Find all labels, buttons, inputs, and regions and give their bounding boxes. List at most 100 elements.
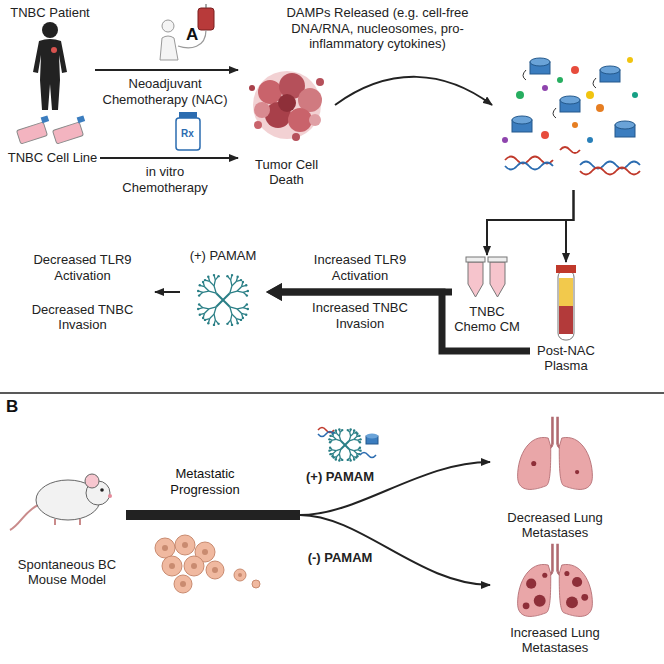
bound-damps: [318, 428, 378, 458]
edge-label: in vitro Chemotherapy: [115, 164, 215, 195]
node-label: Tumor Cell Death: [247, 157, 327, 188]
pamam-dendrimer: [339, 432, 341, 436]
pamam-dendrimer: [197, 308, 199, 310]
pamam-dendrimer: [338, 459, 340, 461]
damps-illustration: [505, 147, 640, 175]
node-label: TNBC Patient: [5, 5, 95, 21]
iv-infusion-icon: [162, 20, 174, 32]
pamam-dendrimer: [328, 438, 330, 440]
plasma-tube: [556, 265, 576, 273]
pamam-dendrimer: [232, 314, 236, 318]
pamam-dendrimer: [354, 439, 358, 441]
pamam-dendrimer: [209, 307, 216, 309]
damps-illustration: [523, 70, 596, 118]
pamam-dendrimer: [217, 323, 219, 325]
iv-infusion-icon: [160, 4, 214, 60]
pamam-dendrimer: [242, 281, 244, 283]
damps-illustration: [560, 147, 580, 153]
lungs-many-metastases: [523, 571, 588, 609]
pamam-dendrimer: [329, 447, 331, 449]
plasma-tube: [559, 278, 573, 306]
tumor-cells: [238, 573, 242, 577]
pamam-dendrimer: [347, 459, 349, 461]
arrow-caption: Metastatic Progression: [145, 466, 265, 497]
damps-illustration: [587, 137, 593, 143]
cm-node: TNBC Chemo CM: [452, 255, 522, 337]
pamam-dendrimer: [204, 319, 206, 321]
damps-illustration: [530, 58, 550, 66]
damps-illustration: [557, 77, 563, 83]
pamam-dendrimer: [223, 293, 230, 300]
pamam-dendrimer: [216, 293, 223, 300]
flow-arrow: [566, 190, 574, 262]
flow-arrow: [126, 515, 490, 585]
pamam-dendrimer: [236, 322, 238, 324]
pamam-dendrimer: [246, 294, 248, 296]
pamam-dendrimer: [204, 279, 206, 281]
pamam-dendrimer: [356, 433, 358, 435]
damps-node: DAMPs Released (e.g. cell-free DNA/RNA, …: [492, 48, 655, 190]
pamam-dendrimer: [341, 459, 343, 461]
pamam-dendrimer: [353, 458, 355, 460]
tumor-cells: [252, 580, 260, 588]
pamam-dendrimer: [231, 280, 232, 286]
mouse-model: [10, 474, 112, 530]
tumor-cells: [175, 535, 195, 555]
pamam-dendrimer: [207, 322, 209, 324]
tumor-cells: [174, 575, 192, 593]
plasma-tube: [559, 306, 573, 334]
panel-letter: A: [186, 26, 198, 45]
arrow-segment: [280, 292, 530, 351]
patient-figure: [42, 22, 58, 38]
pamam-dendrimer: [231, 274, 233, 276]
mouse-node: Spontaneous BC Mouse Model: [8, 462, 126, 590]
pamam-dendrimer: [335, 458, 337, 460]
pamam-dendrimer: [246, 303, 248, 305]
pamam-dendrimer: [349, 454, 351, 458]
pamam-dendrimer: [214, 280, 215, 286]
node-label: Decreased TNBC Invasion: [23, 302, 143, 333]
edge-label: Neoadjuvant Chemotherapy (NAC): [98, 76, 233, 107]
cell-line-node: TNBC Cell Line: [5, 116, 100, 168]
pamam-dendrimer: [245, 284, 247, 286]
lungs-many-metastases: [518, 544, 593, 617]
cell-culture-flasks: [17, 122, 48, 144]
drug-bottle: [176, 112, 200, 150]
pamam-dendrimer: [349, 428, 351, 430]
pamam-dendrimer: [237, 291, 243, 292]
pamam-dendrimer: [359, 449, 361, 451]
cell-culture-flasks: [41, 115, 50, 123]
damps-illustration: [580, 162, 640, 169]
pamam-dendrimer: [329, 435, 331, 437]
arrow-segment: [335, 77, 492, 105]
pamam-dendrimer: [355, 456, 357, 458]
tumor-cell-death: [292, 133, 300, 141]
damps-illustration: [571, 66, 579, 74]
pamam-dendrimer: [210, 281, 214, 285]
pamam-dendrimer: [230, 307, 232, 314]
tumor-cell-death: [288, 108, 312, 132]
cell-culture-flasks: [17, 115, 86, 144]
node-label: Increased Lung Metastases: [500, 625, 610, 656]
pamam-dendrimer: [331, 455, 333, 457]
tumor-cell-death: [309, 114, 321, 126]
damps-illustration: [586, 91, 594, 99]
pamam-dendrimer: [199, 284, 201, 286]
pamam-dendrimer: [341, 429, 343, 431]
mouse-model: [10, 505, 38, 530]
damps-illustration: [596, 104, 604, 112]
pamam-dendrimer: [217, 275, 219, 277]
pamam-dendrimer: [351, 433, 354, 436]
pamam-dendrimer: [197, 274, 249, 326]
tumor-cells: [191, 563, 197, 569]
pamam-dendrimer: [237, 287, 241, 291]
damps-illustration: [572, 122, 578, 128]
tumor-cells: [182, 542, 188, 548]
lungs-many-metastases: [523, 602, 530, 609]
tumor-cells: [155, 535, 260, 593]
pamam-dendrimer: [240, 319, 242, 321]
bound-damps: [360, 453, 376, 458]
pamam-dendrimer: [231, 314, 232, 320]
patient-node: TNBC Patient: [5, 3, 95, 113]
pamam-dendrimer: [210, 314, 214, 318]
